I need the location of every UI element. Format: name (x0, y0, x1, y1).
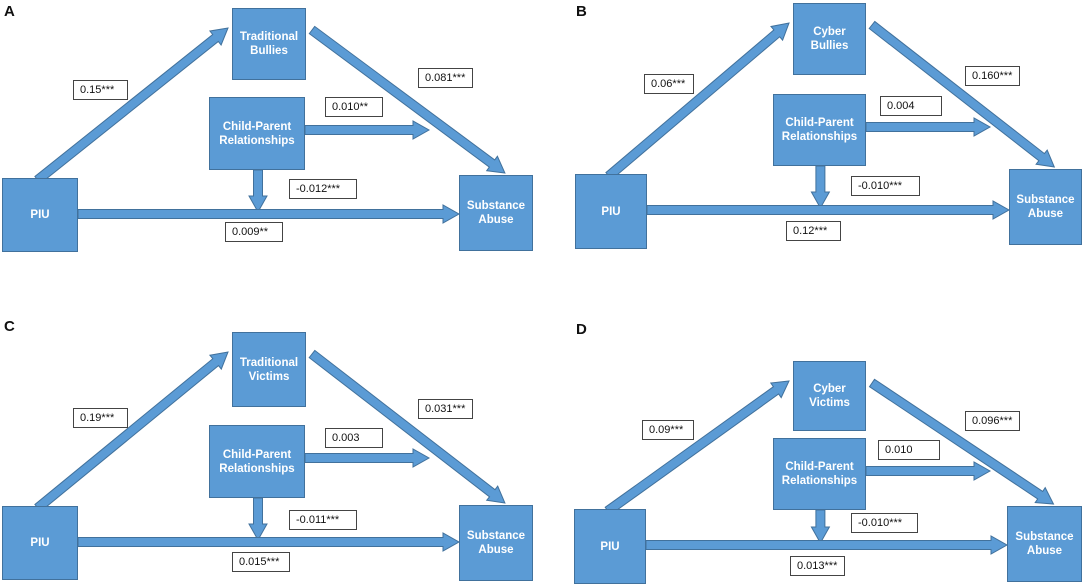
mediator-box-label-2: Bullies (810, 40, 849, 52)
arrow-mediator-to-outcome (868, 20, 1056, 168)
mediator-box-label-1: Cyber (813, 26, 846, 38)
coef-direct-path: 0.12*** (786, 221, 841, 241)
panel-letter: A (4, 3, 15, 20)
coef-path-a: 0.15*** (73, 80, 128, 100)
moderator-box-label-2: Relationships (219, 462, 295, 475)
outcome-box-label-1: Substance (466, 530, 526, 542)
coef-direct-path: 0.009** (225, 222, 283, 242)
coef-moderator-path: 0.003 (325, 428, 383, 448)
mediator-box-label-2: Bullies (250, 45, 288, 57)
coef-path-b: 0.031*** (418, 399, 473, 419)
moderator-box-label-2: Relationships (781, 131, 858, 143)
coef-interaction: -0.012*** (289, 179, 357, 199)
arrow-moderator-down (248, 497, 268, 542)
arrow-moderator-down (810, 165, 831, 210)
arrow-moderator-right (865, 117, 992, 137)
arrow-moderator-right (865, 461, 992, 481)
predictor-box-label-1: PIU (600, 540, 620, 553)
coef-interaction: -0.011*** (289, 510, 357, 530)
panel-letter: C (4, 318, 15, 335)
coef-moderator-path: 0.010 (878, 440, 940, 460)
arrow-moderator-down (810, 509, 831, 545)
mediator-box-label-2: Victims (248, 370, 290, 383)
predictor-box: PIU (574, 509, 646, 584)
outcome-box-label-2: Abuse (478, 214, 514, 226)
outcome-box-label-2: Abuse (1027, 208, 1064, 220)
coef-interaction: -0.010*** (851, 176, 920, 196)
moderator-box-label-1: Child-Parent (785, 461, 854, 473)
coef-path-a: 0.06*** (644, 74, 694, 94)
moderator-box-label-1: Child-Parent (222, 448, 292, 461)
arrow-predictor-to-outcome (77, 532, 461, 552)
predictor-box: PIU (2, 506, 78, 580)
coef-moderator-path: 0.010** (325, 97, 383, 117)
arrow-moderator-right (304, 448, 431, 468)
predictor-box-label-1: PIU (30, 537, 50, 549)
coef-direct-path: 0.015*** (232, 552, 290, 572)
moderator-box-label-1: Child-Parent (222, 120, 292, 133)
arrow-mediator-to-outcome (308, 25, 506, 174)
outcome-box-label-1: Substance (466, 200, 526, 212)
arrow-moderator-down (248, 169, 268, 214)
coef-path-a: 0.19*** (73, 408, 128, 428)
panel-letter: B (576, 3, 587, 20)
panel-letter: D (576, 321, 587, 338)
arrow-predictor-to-mediator (34, 27, 229, 185)
arrow-predictor-to-outcome (77, 204, 461, 224)
coef-moderator-path: 0.004 (880, 96, 942, 116)
arrow-predictor-to-mediator (34, 351, 229, 513)
outcome-box-label-1: Substance (1015, 531, 1074, 543)
predictor-box-label-1: PIU (601, 205, 621, 218)
arrow-predictor-to-mediator (604, 380, 790, 516)
arrow-moderator-right (304, 120, 431, 140)
arrow-mediator-to-outcome (308, 349, 506, 504)
predictor-box: PIU (575, 174, 647, 249)
coef-path-b: 0.081*** (418, 68, 473, 88)
mediator-box-label-1: Traditional (239, 356, 299, 369)
coef-path-b: 0.160*** (965, 66, 1020, 86)
arrow-mediator-to-outcome (868, 378, 1055, 505)
coef-direct-path: 0.013*** (790, 556, 845, 576)
mediator-box-label-1: Cyber (813, 383, 846, 395)
predictor-box: PIU (2, 178, 78, 252)
arrow-predictor-to-outcome (646, 200, 1011, 220)
moderator-box-label-2: Relationships (781, 475, 858, 487)
mediator-box-label-1: Traditional (239, 31, 299, 43)
predictor-box-label-1: PIU (30, 209, 50, 221)
coef-interaction: -0.010*** (851, 513, 918, 533)
moderator-box-label-1: Child-Parent (785, 117, 854, 129)
outcome-box-label-2: Abuse (478, 544, 514, 556)
moderator-box-label-2: Relationships (219, 134, 295, 147)
arrow-predictor-to-mediator (605, 22, 790, 181)
outcome-box-label-2: Abuse (1026, 545, 1063, 557)
outcome-box-label-1: Substance (1016, 194, 1075, 206)
coef-path-b: 0.096*** (965, 411, 1020, 431)
coef-path-a: 0.09*** (642, 420, 694, 440)
mediator-box-label-2: Victims (809, 397, 850, 409)
arrow-predictor-to-outcome (645, 535, 1009, 555)
